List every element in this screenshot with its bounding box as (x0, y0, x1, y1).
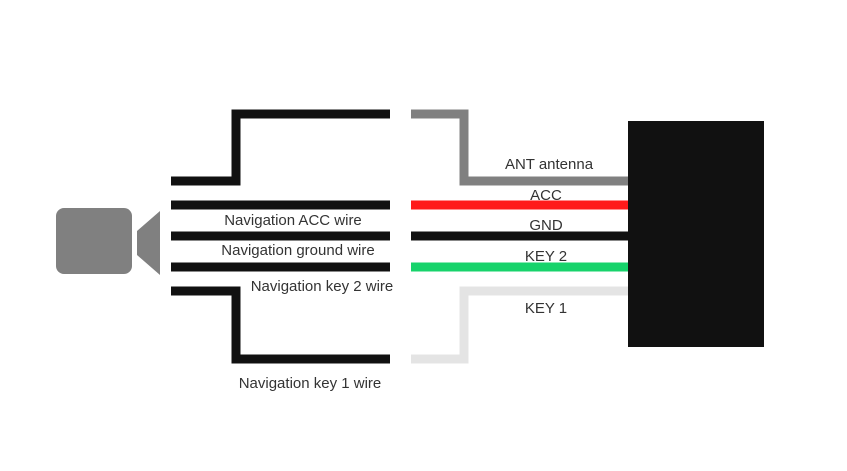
control-module (628, 121, 764, 347)
camera-icon (56, 208, 160, 275)
label-nav-ground: Navigation ground wire (221, 242, 374, 259)
label-nav-acc: Navigation ACC wire (224, 212, 362, 229)
wire-nav-key1 (171, 286, 390, 364)
camera-harness-wires (171, 109, 390, 364)
label-gnd: GND (529, 217, 563, 234)
label-key2: KEY 2 (525, 248, 567, 265)
label-nav-key2: Navigation key 2 wire (251, 278, 394, 295)
wire-top-left (171, 109, 390, 186)
label-ant-antenna: ANT antenna (505, 156, 594, 173)
wire-key1 (411, 286, 629, 364)
wire-ant-antenna (411, 109, 629, 186)
label-key1: KEY 1 (525, 300, 567, 317)
camera-lens (137, 211, 160, 275)
label-nav-key1: Navigation key 1 wire (239, 375, 382, 392)
module-harness-wires (411, 109, 629, 364)
camera-body (56, 208, 132, 274)
label-acc: ACC (530, 187, 562, 204)
